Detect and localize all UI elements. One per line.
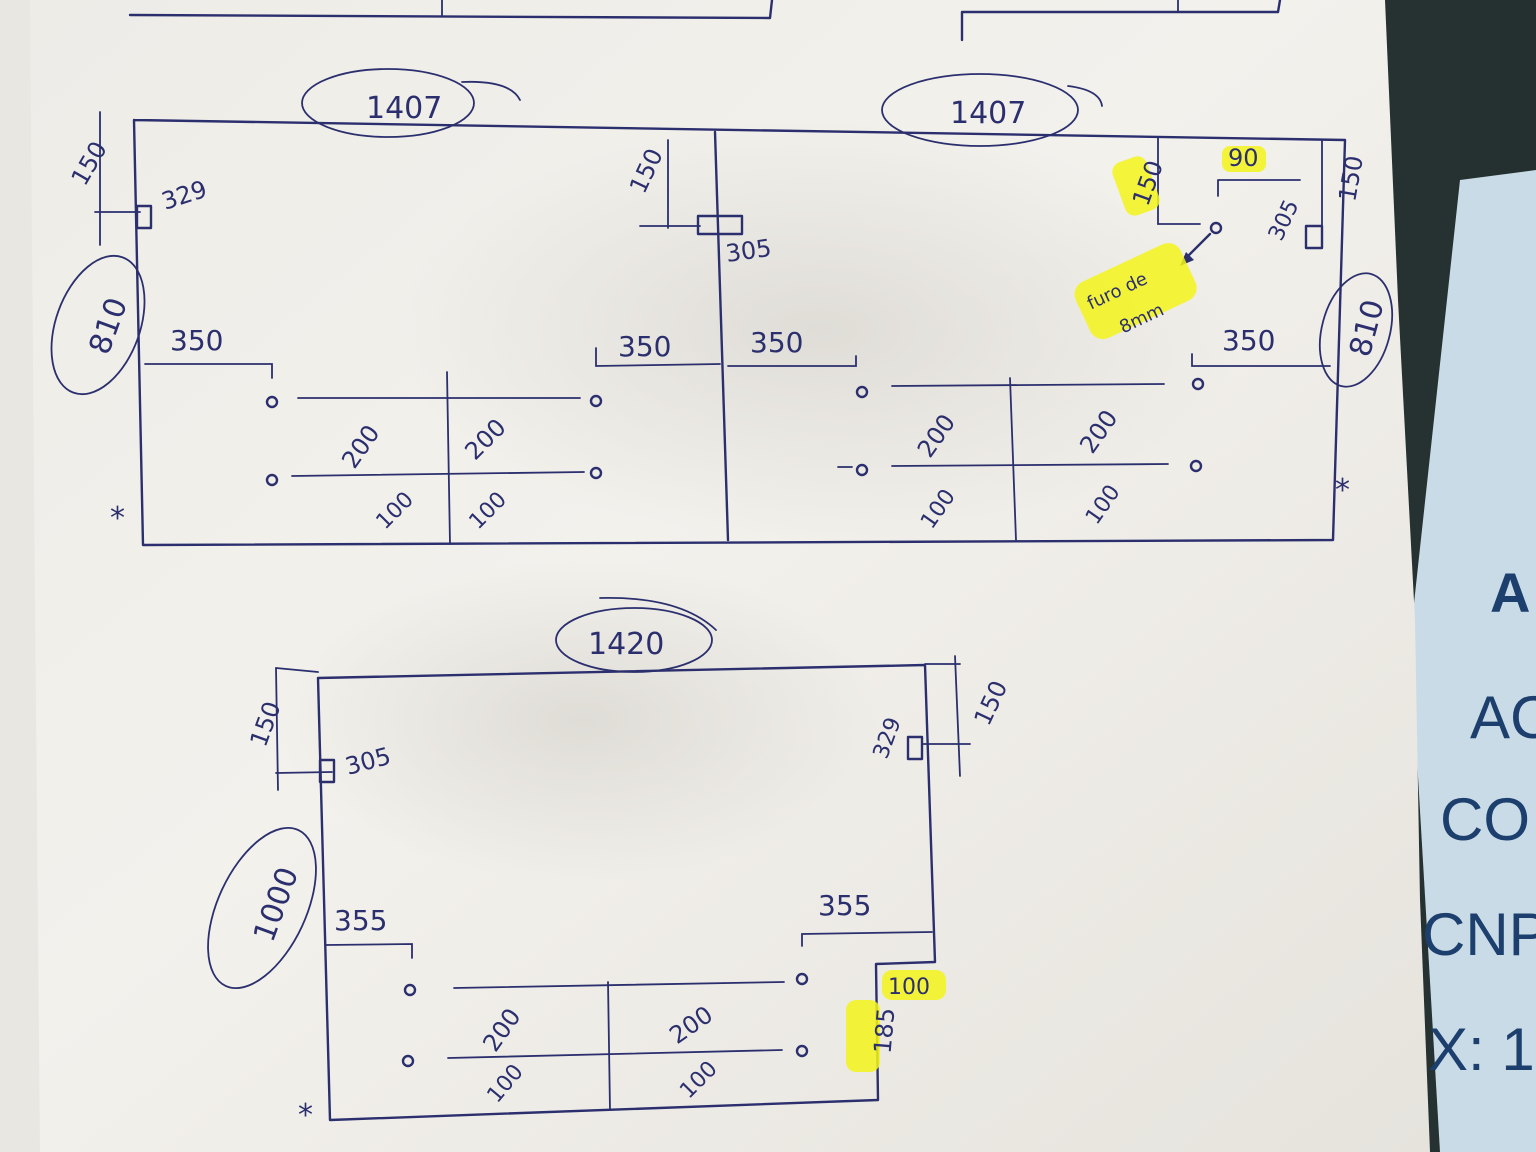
- hole-b-2: [401, 1054, 415, 1068]
- bottom-slot-left: [318, 758, 336, 784]
- hole-row-line-2: [291, 471, 585, 477]
- margin-left-line: [144, 363, 273, 379]
- hole-tl-4: [589, 466, 603, 480]
- bg-text-line1: A: [1490, 561, 1530, 624]
- star-mark-left: *: [110, 501, 125, 536]
- hole-tl-3: [589, 394, 603, 408]
- hole-row-line-6: [447, 1049, 783, 1059]
- bottom-right-dim: [954, 655, 961, 777]
- paper-shadow-2: [280, 560, 880, 880]
- hole-tr-3: [1191, 377, 1205, 391]
- hole-row-line-4: [891, 463, 1169, 467]
- hole-b-4: [795, 1044, 809, 1058]
- margin-right-line-right: [1191, 353, 1331, 367]
- paper-shadow: [400, 120, 1240, 540]
- bg-text-line2: AC: [1470, 684, 1536, 751]
- top-right-width-label: 1407: [950, 96, 1026, 131]
- bottom-margin-left: 355: [334, 904, 387, 937]
- background-print: A AC CO CNP X: 1: [1422, 561, 1536, 1083]
- slot-marker-mid: [696, 214, 744, 236]
- bottom-left-tick: [275, 771, 333, 774]
- margin-left-label-right: 350: [750, 326, 803, 359]
- height-label-ellipse: [50, 254, 146, 396]
- highlight-150: [1112, 156, 1160, 216]
- bottom-notch-width: 100: [888, 975, 930, 1000]
- hole-tr-4: [1189, 459, 1203, 473]
- panel-divider: [713, 130, 730, 542]
- hole-tl-1: [265, 395, 279, 409]
- bottom-left-dim: [275, 667, 279, 791]
- hole-tr-1: [855, 385, 869, 399]
- margin-left-label: 350: [170, 324, 223, 357]
- hole-b-1: [403, 983, 417, 997]
- bottom-margin-right-line: [801, 931, 933, 947]
- slot-marker-right: [1304, 224, 1324, 250]
- bottom-margin-left-line: [325, 943, 413, 959]
- width-label-ellipse: [301, 68, 475, 138]
- highlight-90: [1222, 146, 1266, 172]
- bottom-slot-right: [906, 735, 924, 761]
- width-label-ellipse-right: [881, 73, 1079, 147]
- hole-center-line: [446, 371, 451, 545]
- top-left-width-label: 1407: [366, 91, 442, 126]
- hole-offset-line: [1217, 179, 1301, 197]
- underlying-sheet: [1410, 170, 1536, 1152]
- hole-center-line-bottom: [607, 981, 611, 1111]
- width-label-tail-bottom: [599, 597, 717, 631]
- bottom-width-label: 1420: [588, 627, 664, 662]
- bottom-top-ext-left: [275, 667, 319, 673]
- remnant-line-right: [960, 0, 1282, 42]
- margin-right-label: 350: [618, 330, 671, 363]
- slot-mid-label: 305: [724, 234, 773, 268]
- slot-marker-left: [135, 204, 153, 230]
- left-sheet: [0, 0, 40, 1152]
- margin-right-line: [595, 347, 721, 367]
- star-mark-bottom: *: [298, 1098, 313, 1133]
- width-label-tail: [461, 80, 521, 101]
- highlight-hole-note: [1074, 243, 1197, 340]
- height-label-ellipse-bottom: [207, 826, 317, 990]
- bottom-notch-height: 185: [869, 1007, 901, 1055]
- top-panel-outline: [132, 118, 1347, 547]
- bg-text-line3: CO: [1440, 786, 1530, 853]
- height-label-ellipse-right: [1318, 272, 1394, 388]
- hole-row-line-3: [891, 383, 1165, 387]
- hole-center-line-right: [1009, 377, 1017, 541]
- hole-offset-label: 90: [1228, 144, 1259, 172]
- bottom-panel-outline: [316, 663, 937, 1122]
- star-mark-right: *: [1335, 473, 1350, 508]
- margin-left-line-right: [727, 355, 857, 367]
- hole-8mm: [1209, 221, 1223, 235]
- bg-text-line4: CNP: [1422, 901, 1536, 968]
- highlight-185: [846, 1000, 880, 1072]
- width-label-tail-right: [1067, 85, 1103, 107]
- hole-row-line-5: [453, 981, 785, 989]
- hole-b-3: [795, 972, 809, 986]
- highlight-100: [882, 970, 946, 1000]
- remnant-line-left: [128, 0, 774, 20]
- bottom-margin-right: 355: [818, 889, 871, 922]
- right-dim-bracket: [1157, 137, 1201, 225]
- hole-tl-2: [265, 473, 279, 487]
- bg-text-line5: X: 1: [1428, 1016, 1535, 1083]
- margin-right-label-right: 350: [1222, 324, 1275, 357]
- previous-drawing-remnants: [128, 0, 1282, 42]
- hole-tr-2: [855, 463, 869, 477]
